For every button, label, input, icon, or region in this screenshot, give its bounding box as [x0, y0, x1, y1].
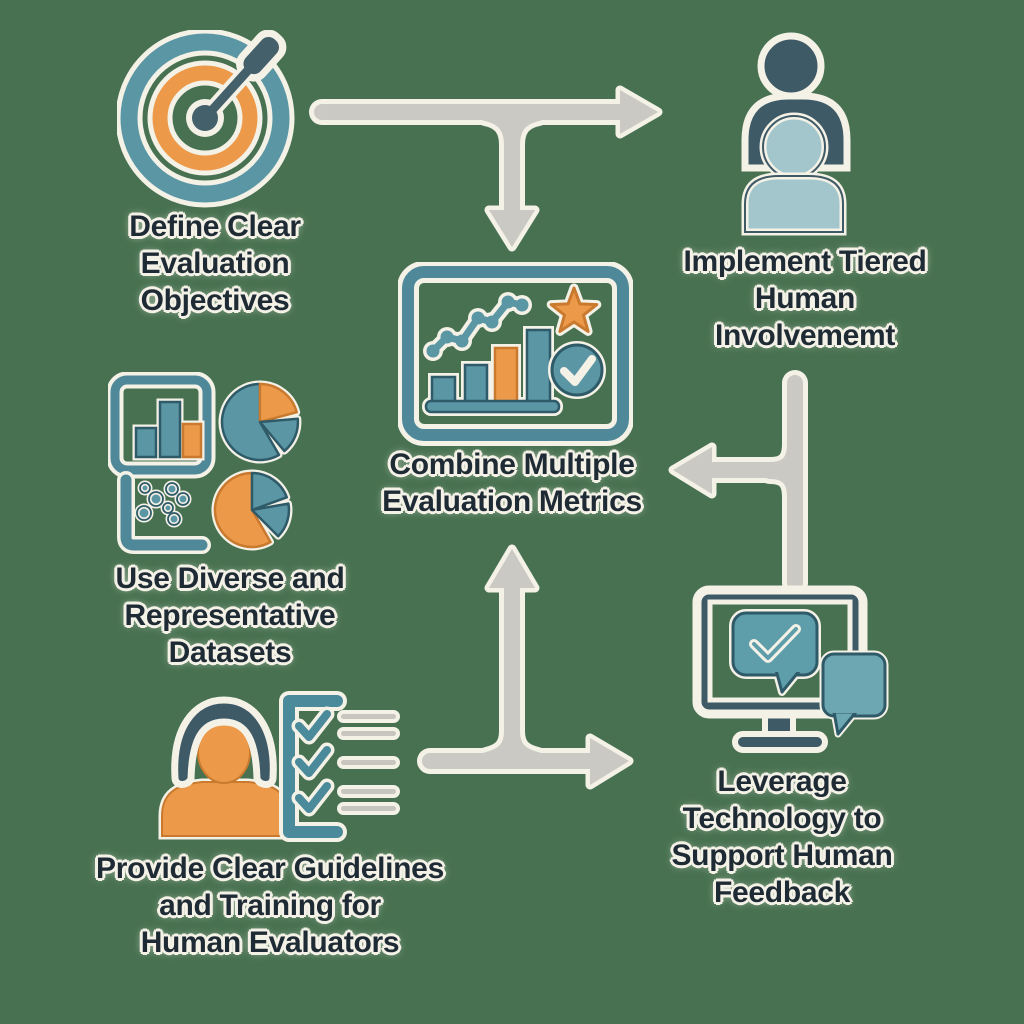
bar-chart — [422, 326, 563, 416]
bar-chart-icon — [108, 372, 216, 479]
node-label-implement-tiered: Implement Tiered Human Involvememt — [683, 245, 927, 352]
checklist-text-lines — [337, 710, 400, 815]
evaluator-checklist-icon — [158, 691, 400, 842]
target-dart-icon — [117, 30, 295, 208]
trend-line-chart — [423, 292, 532, 361]
check-bubble-icon — [729, 609, 821, 696]
node-label-define-objectives: Define Clear Evaluation Objectives — [129, 210, 301, 317]
node-label-leverage-technology: Leverage Technology to Support Human Fee… — [671, 765, 893, 909]
two-people-icon — [741, 32, 851, 236]
node-label-combine-metrics: Combine Multiple Evaluation Metrics — [382, 448, 642, 518]
objectives-fork-arrow — [314, 104, 628, 218]
checklist-checkmarks — [291, 706, 335, 817]
pie-chart-icon — [218, 380, 302, 464]
check-circle-icon — [548, 341, 606, 399]
monitor-feedback-icon — [692, 585, 889, 753]
metrics-dashboard-icon — [398, 262, 633, 446]
involvement-branch-arrow — [704, 375, 803, 591]
guidelines-fork-arrow — [422, 579, 598, 769]
pie-chart-icon-2 — [211, 469, 293, 551]
scatter-plot-icon — [117, 471, 211, 554]
node-label-guidelines-training: Provide Clear Guidelines and Training fo… — [96, 852, 444, 959]
node-label-diverse-datasets: Use Diverse and Representative Datasets — [115, 562, 345, 669]
chat-bubble-icon — [819, 650, 889, 738]
data-charts-icon — [108, 372, 302, 554]
